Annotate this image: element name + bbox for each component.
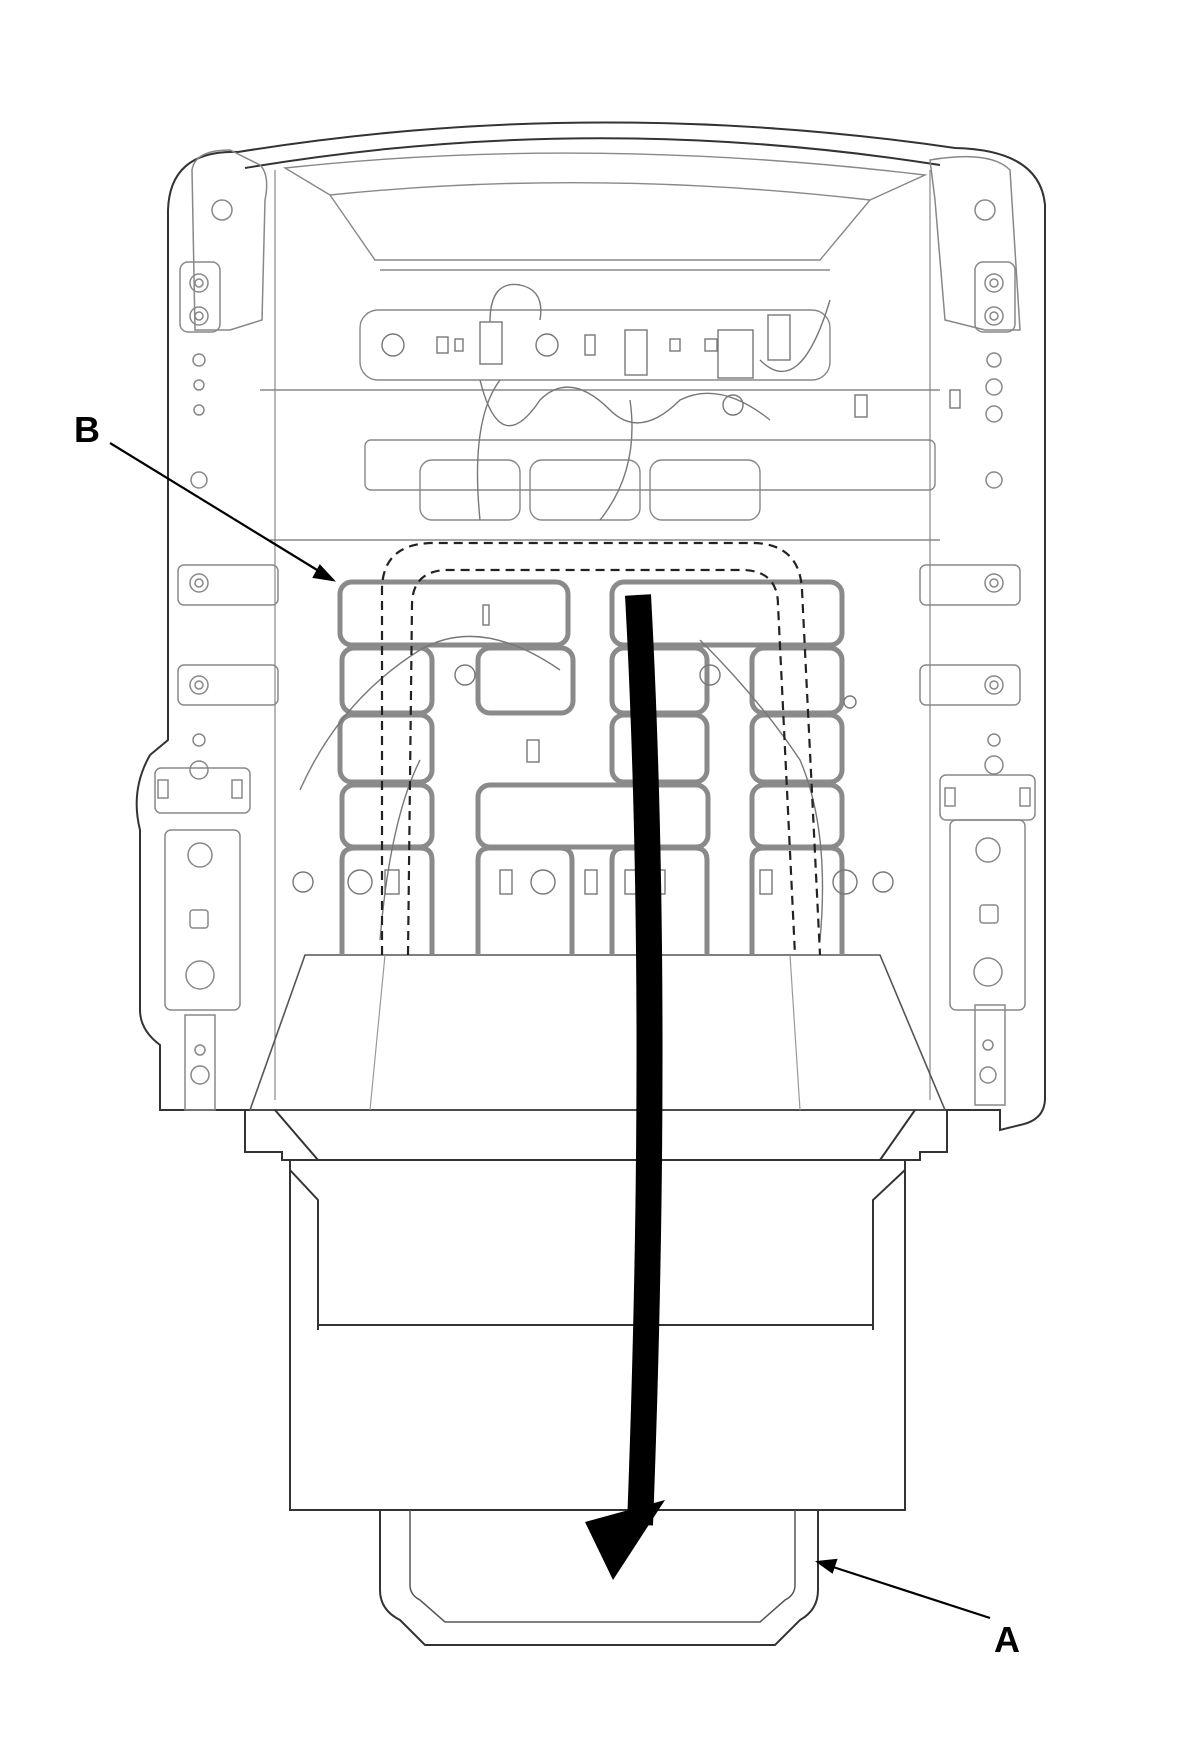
dashed-guide-path bbox=[380, 541, 822, 956]
removal-direction-arrow bbox=[585, 594, 665, 1580]
left-side-bracket bbox=[154, 149, 279, 1111]
callout-label-a: A bbox=[994, 1619, 1020, 1660]
right-side-bracket bbox=[919, 155, 1036, 1106]
callout-leaders bbox=[109, 442, 991, 1620]
lumbar-support-mat bbox=[337, 579, 845, 955]
upper-wiring-components bbox=[381, 283, 961, 521]
mat-clips bbox=[292, 604, 894, 941]
component-a-tray bbox=[379, 1510, 819, 1646]
seat-base-assembly bbox=[244, 1109, 948, 1511]
seat-back-frame bbox=[135, 121, 1046, 1132]
callout-label-b: B bbox=[74, 409, 100, 450]
headrest-frame bbox=[260, 152, 940, 541]
lower-seat-cushion bbox=[248, 954, 947, 1111]
